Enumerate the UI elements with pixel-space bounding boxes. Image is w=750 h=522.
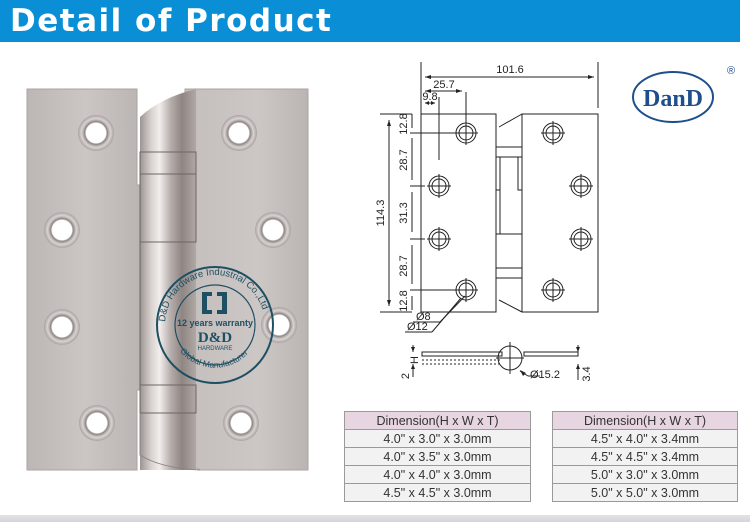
hole-symbols (427, 121, 593, 302)
table-row: 4.0" x 3.5" x 3.0mm (344, 447, 531, 466)
logo-text: DanD (643, 86, 703, 112)
dim-hole-offset-x: 25.7 (433, 79, 454, 91)
dim-edge-offset-x: 9.8 (422, 91, 437, 103)
table-row: 4.5" x 4.0" x 3.4mm (552, 429, 738, 448)
table-cell: 4.0" x 3.0" x 3.0mm (344, 429, 531, 448)
table-cell: 5.0" x 5.0" x 3.0mm (552, 483, 738, 502)
table-cell: 4.5" x 4.5" x 3.4mm (552, 447, 738, 466)
dim-segment-1: 12.8 (398, 113, 410, 134)
watermark-brand-sub: HARDWARE (198, 346, 233, 352)
table-cell: 4.5" x 4.0" x 3.4mm (552, 429, 738, 448)
watermark-warranty: 12 years warranty (177, 318, 253, 328)
dand-logo-icon: DanD ® (632, 65, 735, 123)
dim-hole-outer-diameter: Ø12 (407, 321, 428, 333)
table-cell: 4.0" x 4.0" x 3.0mm (344, 465, 531, 484)
watermark-brand: D&D (198, 330, 232, 346)
dimension-table-2: Dimension(H x W x T) 4.5" x 4.0" x 3.4mm… (552, 411, 738, 502)
dim-segment-2: 28.7 (398, 149, 410, 170)
hinge-dimension-drawing: 101.6 25.7 9.8 114.3 12.8 28.7 31.3 28.7… (375, 62, 599, 382)
dim-leaf-thickness-label: H (409, 356, 421, 364)
table-row: 5.0" x 5.0" x 3.0mm (552, 483, 738, 502)
table-row: 4.0" x 4.0" x 3.0mm (344, 465, 531, 484)
table-cell: 4.5" x 4.5" x 3.0mm (344, 483, 531, 502)
dim-total-thickness: 3.4 (581, 366, 593, 381)
dim-segment-3: 31.3 (398, 202, 410, 223)
technical-drawing: 101.6 25.7 9.8 114.3 12.8 28.7 31.3 28.7… (340, 50, 630, 400)
dim-leaf-thickness: 2 (400, 373, 412, 379)
dim-hole-inner-diameter: Ø8 (416, 311, 431, 323)
section-banner: Detail of Product (0, 0, 740, 42)
table-row: 4.0" x 3.0" x 3.0mm (344, 429, 531, 448)
side-view (412, 342, 579, 380)
watermark-d-symbol-icon (202, 292, 227, 314)
brand-logo: DanD ® (625, 60, 745, 130)
product-photo: D&D Hardware Industrial Co.,Ltd Global M… (0, 60, 340, 500)
table-header: Dimension(H x W x T) (552, 411, 738, 430)
hinge-photo-illustration (26, 88, 309, 471)
dim-overall-height: 114.3 (375, 200, 387, 227)
dimension-table-1: Dimension(H x W x T) 4.0" x 3.0" x 3.0mm… (344, 411, 531, 502)
section-title: Detail of Product (10, 3, 333, 39)
dim-overall-width: 101.6 (496, 64, 524, 76)
table-row: 5.0" x 3.0" x 3.0mm (552, 465, 738, 484)
table-row: 4.5" x 4.5" x 3.4mm (552, 447, 738, 466)
footer-divider (0, 515, 750, 522)
dim-segment-4: 28.7 (398, 255, 410, 276)
registered-mark: ® (727, 65, 735, 77)
dim-knuckle-diameter: Ø15.2 (530, 369, 560, 381)
table-header: Dimension(H x W x T) (344, 411, 531, 430)
table-row: 4.5" x 4.5" x 3.0mm (344, 483, 531, 502)
watermark-stamp: D&D Hardware Industrial Co.,Ltd Global M… (156, 266, 274, 384)
dim-segment-5: 12.8 (398, 290, 410, 311)
table-cell: 5.0" x 3.0" x 3.0mm (552, 465, 738, 484)
table-cell: 4.0" x 3.5" x 3.0mm (344, 447, 531, 466)
